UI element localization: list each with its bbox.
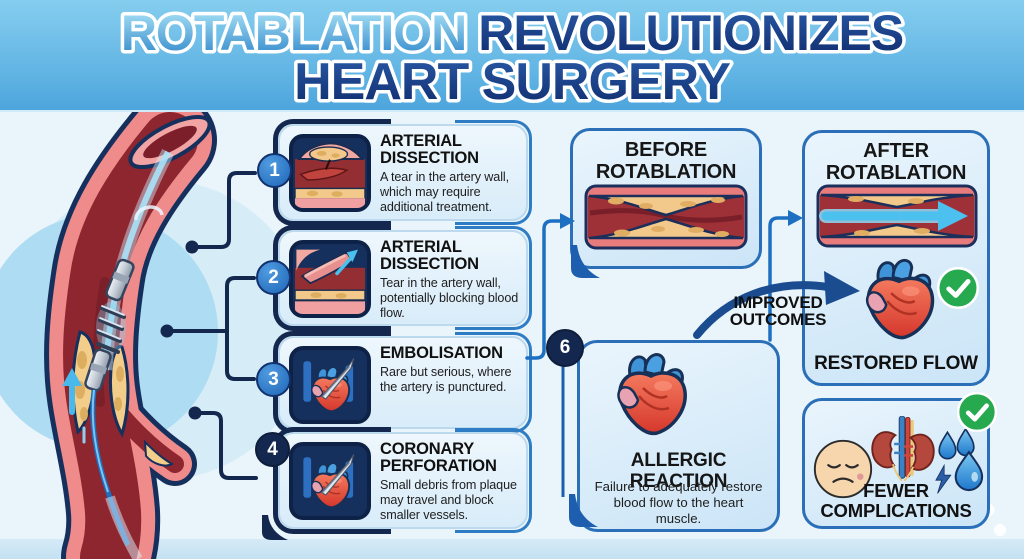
fewer-complications-panel: FEWER COMPLICATIONS xyxy=(802,398,990,529)
heart-needle-icon xyxy=(289,346,371,424)
step-badge-3: 3 xyxy=(256,362,291,397)
fewer-caption-line1: FEWER xyxy=(863,480,929,502)
complication-title: ARTERIAL DISSECTION xyxy=(380,238,479,274)
before-title-line1: BEFORE xyxy=(624,139,708,161)
check-icon xyxy=(936,266,980,310)
before-rotablation-panel: BEFORE ROTABLATION xyxy=(570,128,762,269)
complication-description: Small debris from plaque may travel and … xyxy=(380,478,517,522)
fewer-caption-line2: COMPLICATIONS xyxy=(820,499,972,521)
complication-title: CORONARY PERFORATION xyxy=(380,440,497,476)
improved-outcomes-line1: IMPROVED xyxy=(733,293,823,312)
complication-description: Tear in the artery wall, potentially blo… xyxy=(380,276,519,320)
bottom-band xyxy=(0,539,1024,559)
allergic-reaction-description: Failure to adequately restore blood flow… xyxy=(594,479,763,526)
artery-flap-icon xyxy=(289,240,371,318)
step-badge-1: 1 xyxy=(257,153,292,188)
step-badge-6: 6 xyxy=(546,329,584,367)
after-title-line2: ROTABLATION xyxy=(825,161,967,184)
complication-title: ARTERIAL DISSECTION xyxy=(380,132,479,168)
after-title-line1: AFTER xyxy=(863,140,929,162)
complication-card-2: ARTERIAL DISSECTION Tear in the artery w… xyxy=(273,225,532,331)
complication-card-4: CORONARY PERFORATION Small debris from p… xyxy=(273,427,532,534)
heart-icon xyxy=(865,258,935,340)
kidneys-icon xyxy=(870,416,936,483)
after-rotablation-panel: AFTER ROTABLATION RESTORED FLOW xyxy=(802,130,990,386)
restored-artery-icon xyxy=(816,184,978,248)
improved-outcomes-line2: OUTCOMES xyxy=(729,310,827,330)
restored-flow-caption: RESTORED FLOW xyxy=(814,353,978,374)
blocked-artery-icon xyxy=(584,184,748,250)
rotablation-catheter-icon xyxy=(84,149,174,559)
sparkle-icon xyxy=(991,521,1009,539)
artery-tear-icon xyxy=(289,134,371,212)
title-word-rotablation: ROTABLATION xyxy=(121,5,466,61)
step-badge-4: 4 xyxy=(255,432,290,467)
title-line2: HEART SURGERY xyxy=(294,53,730,111)
complication-description: A tear in the artery wall, which may req… xyxy=(380,170,509,214)
blood-flow-arrow-icon xyxy=(62,368,86,444)
heart-icon xyxy=(616,352,687,436)
complication-title: EMBOLISATION xyxy=(380,344,503,362)
complication-card-1: ARTERIAL DISSECTION A tear in the artery… xyxy=(273,119,532,226)
heart-needle-icon xyxy=(289,442,371,520)
before-title-line2: ROTABLATION xyxy=(595,160,737,183)
vessel-opening xyxy=(128,114,212,170)
step-badge-2: 2 xyxy=(256,260,291,295)
allergic-reaction-title: ALLERGIC REACTION xyxy=(629,450,728,492)
improved-outcomes-label: IMPROVED OUTCOMES xyxy=(712,294,844,329)
complication-description: Rare but serious, where the artery is pu… xyxy=(380,365,512,394)
check-icon xyxy=(956,391,998,433)
flow-arrow-icon xyxy=(819,201,968,231)
complication-card-3: EMBOLISATION Rare but serious, where the… xyxy=(273,331,532,434)
title-word-revolutionizes: REVOLUTIONIZES xyxy=(478,5,903,61)
artery-rotablation-illustration xyxy=(44,112,217,559)
